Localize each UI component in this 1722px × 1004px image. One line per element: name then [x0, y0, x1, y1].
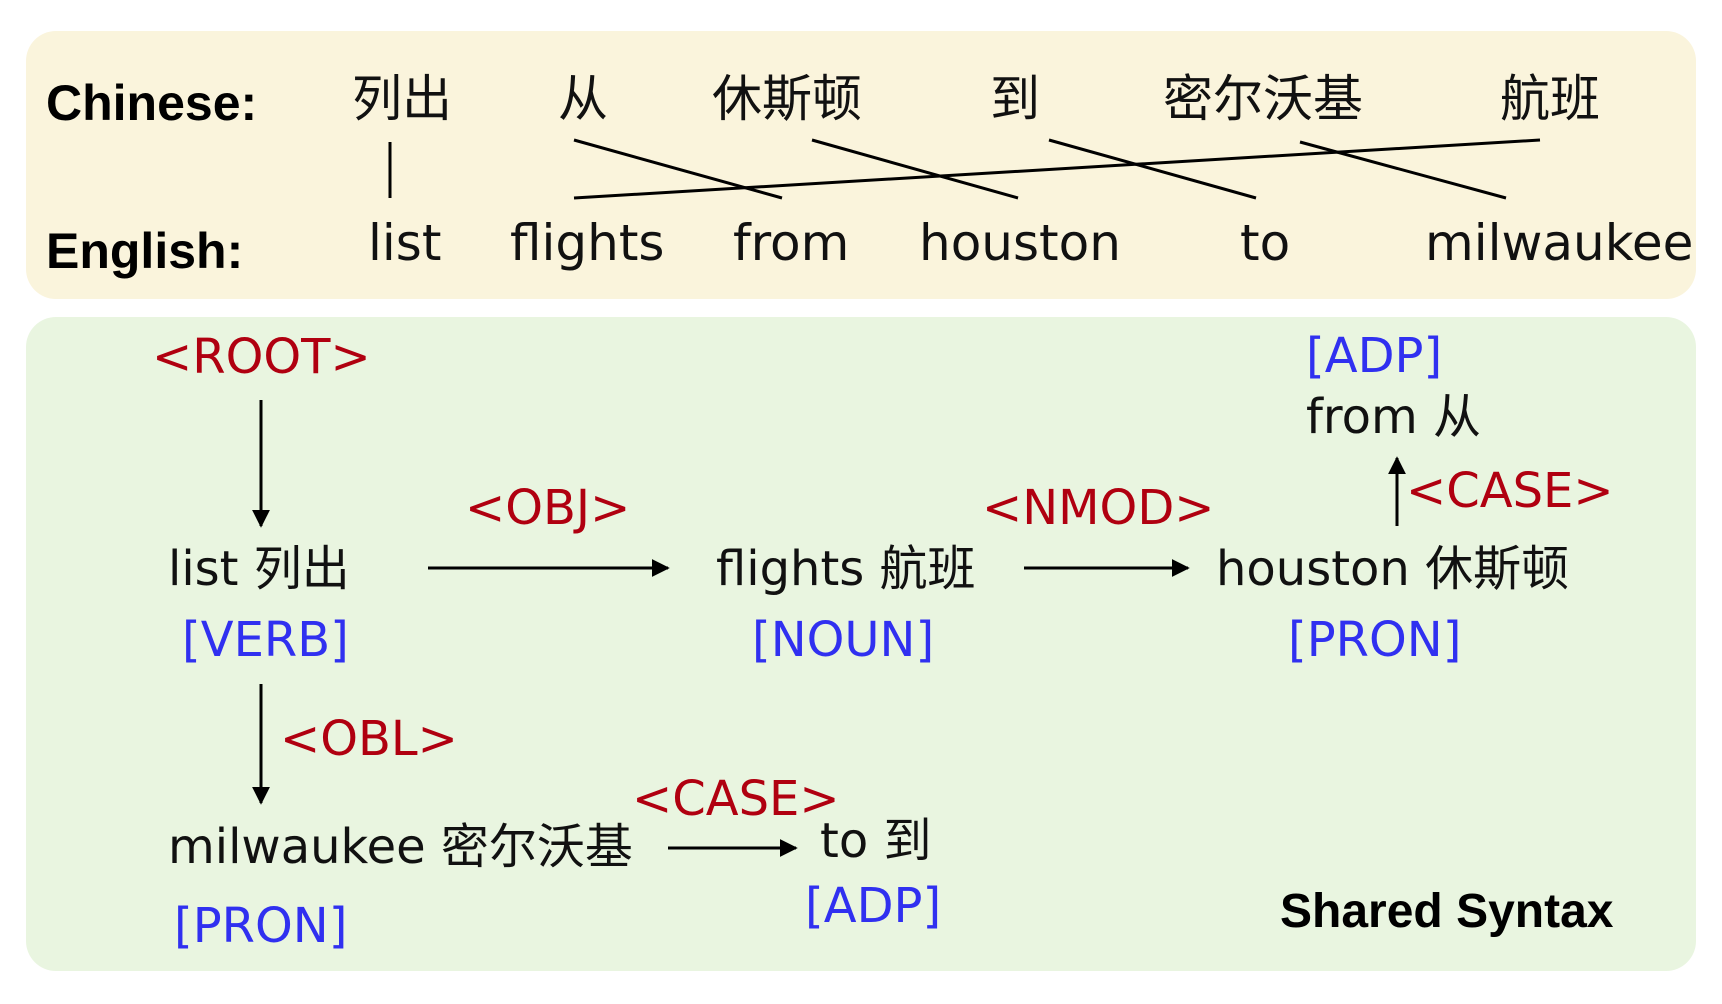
shared-syntax-title: Shared Syntax — [1280, 885, 1614, 938]
node-to-word: to 到 — [820, 813, 932, 869]
alignment-link — [1048, 138, 1257, 200]
node-flights-pos: [NOUN] — [752, 612, 935, 668]
english-token: to — [1240, 214, 1291, 272]
relation-label-root: <ROOT> — [152, 329, 371, 385]
relation-label-obj: <OBJ> — [465, 480, 631, 536]
english-token: flights — [510, 214, 665, 272]
node-to-pos: [ADP] — [805, 878, 942, 934]
english-label: English: — [46, 223, 244, 279]
node-houston-word: houston 休斯顿 — [1216, 541, 1570, 597]
english-token: houston — [919, 214, 1121, 272]
relation-label-obl: <OBL> — [280, 711, 458, 767]
node-houston-pos: [PRON] — [1288, 612, 1462, 668]
chinese-token: 航班 — [1500, 70, 1600, 128]
relation-label-nmod: <NMOD> — [982, 480, 1215, 536]
english-token: from — [733, 214, 850, 272]
english-token: milwaukee — [1425, 214, 1694, 272]
alignment-link — [573, 138, 1541, 200]
alignment-panel — [26, 31, 1696, 299]
chinese-token: 列出 — [352, 70, 452, 128]
chinese-token: 密尔沃基 — [1163, 70, 1363, 128]
node-list-word: list 列出 — [168, 541, 350, 597]
node-milwaukee-word: milwaukee 密尔沃基 — [168, 819, 633, 875]
node-from-word: from 从 — [1306, 389, 1481, 445]
chinese-token: 休斯顿 — [712, 70, 862, 128]
node-from-pos: [ADP] — [1306, 328, 1443, 384]
relation-label-case-to: <CASE> — [632, 771, 840, 827]
alignment-link — [1299, 140, 1507, 200]
syntax-panel — [26, 317, 1696, 971]
node-list-pos: [VERB] — [182, 612, 349, 668]
relation-label-case-from: <CASE> — [1406, 463, 1614, 519]
node-milwaukee-pos: [PRON] — [174, 898, 348, 954]
alignment-link — [811, 138, 1019, 200]
alignment-link — [573, 138, 783, 200]
english-token: list — [368, 214, 442, 272]
chinese-token: 到 — [990, 70, 1040, 128]
chinese-token: 从 — [558, 70, 608, 128]
node-flights-word: flights 航班 — [716, 541, 976, 597]
chinese-label: Chinese: — [46, 75, 258, 131]
